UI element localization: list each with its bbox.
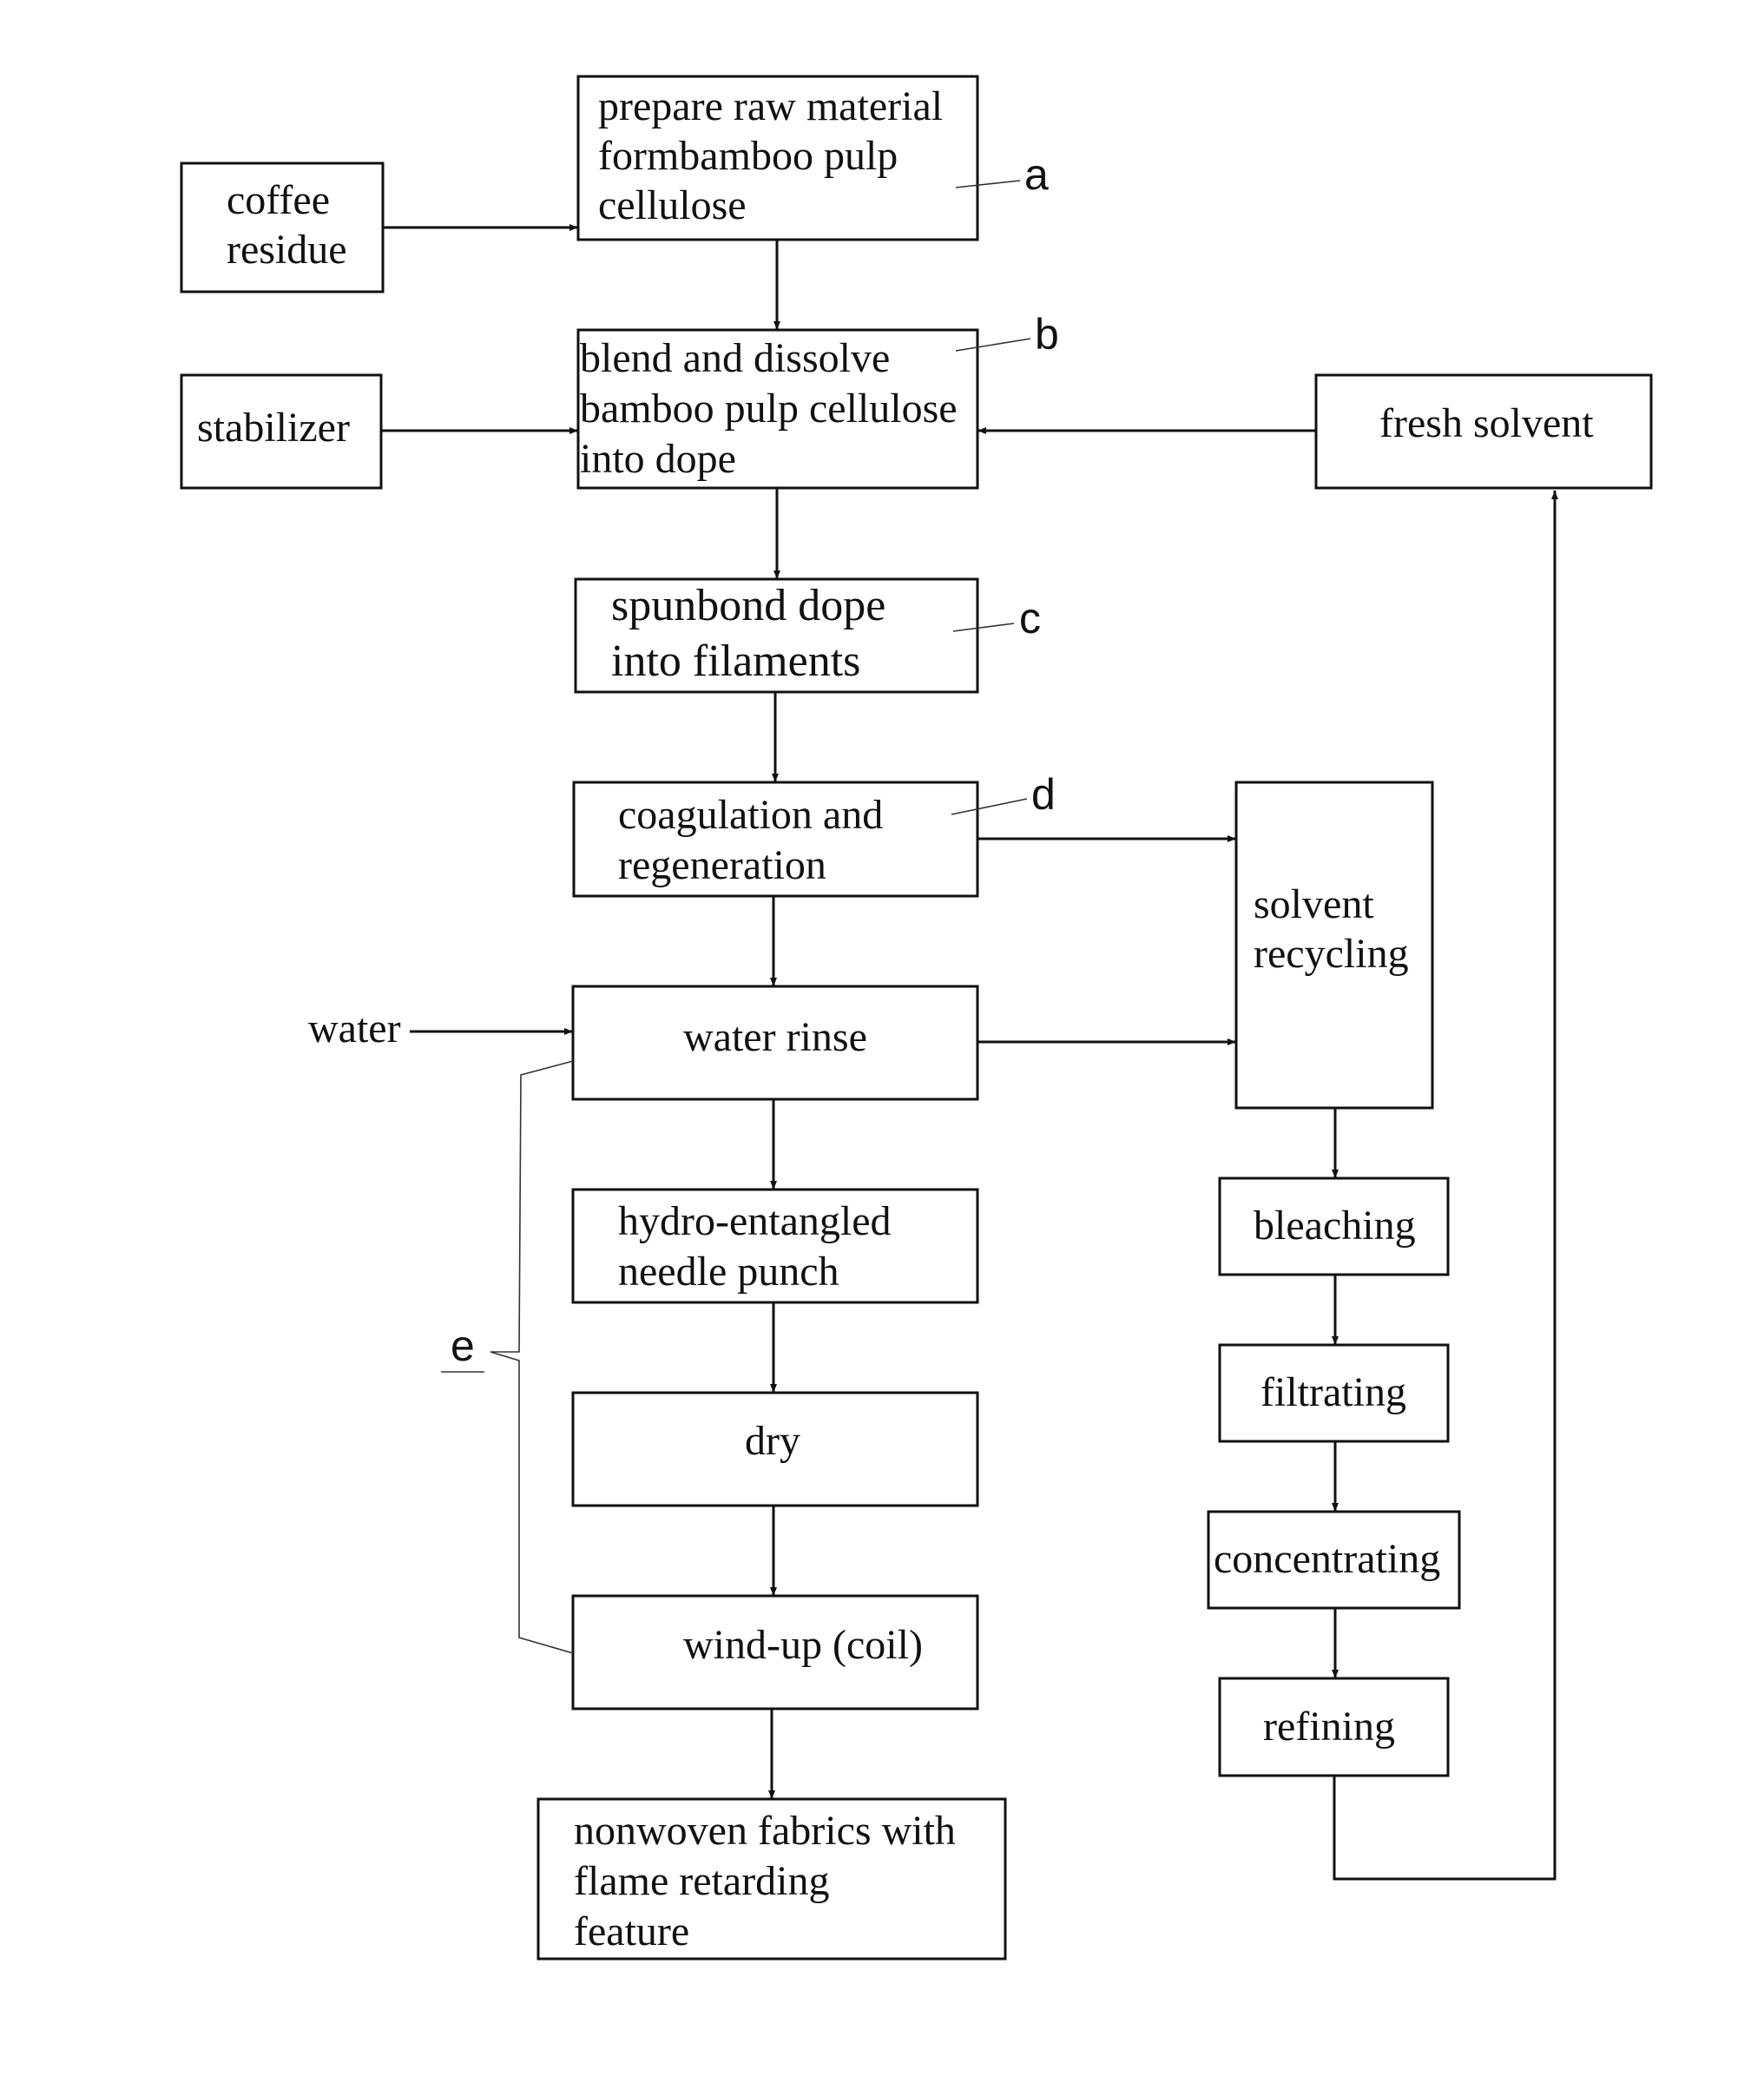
node-label: needle punch [618, 1249, 839, 1295]
node-concentrating: concentrating [1208, 1512, 1459, 1608]
node-label: flame retarding [574, 1858, 830, 1904]
node-label: coffee [227, 177, 330, 223]
node-label: hydro-entangled [618, 1198, 892, 1244]
node-label: residue [227, 227, 347, 273]
node-label: refining [1263, 1704, 1395, 1750]
node-label: prepare raw material [598, 83, 943, 129]
node-label: feature [574, 1908, 689, 1954]
step-marker-label: d [1031, 770, 1056, 819]
node-refining: refining [1220, 1678, 1448, 1776]
node-blend-dissolve: blend and dissolve bamboo pulp cellulose… [578, 330, 977, 488]
node-label: wind-up (coil) [683, 1622, 923, 1668]
node-label: bleaching [1254, 1203, 1416, 1249]
node-label: into filaments [611, 636, 860, 686]
node-label: solvent [1254, 881, 1374, 927]
node-filtrating: filtrating [1220, 1345, 1448, 1441]
brace [490, 1061, 573, 1653]
node-label: water rinse [683, 1014, 867, 1060]
node-stabilizer: stabilizer [181, 375, 381, 488]
node-coagulation: coagulation and regeneration [574, 782, 977, 896]
node-bleaching: bleaching [1220, 1178, 1448, 1275]
node-label: blend and dissolve [580, 335, 890, 381]
step-marker-label: c [1019, 594, 1041, 643]
node-label: into dope [580, 436, 736, 482]
node-hydro-entangled: hydro-entangled needle punch [573, 1190, 977, 1302]
marker-e: e [441, 1061, 573, 1653]
step-marker-label: e [451, 1322, 475, 1370]
node-coffee-residue: coffee residue [181, 163, 383, 292]
node-label: spunbond dope [611, 581, 885, 630]
node-label: regeneration [618, 842, 826, 888]
node-label: coagulation and [618, 792, 883, 838]
node-fresh-solvent: fresh solvent [1316, 375, 1651, 488]
node-nonwoven: nonwoven fabrics with flame retarding fe… [538, 1799, 1005, 1959]
node-water-rinse: water rinse [573, 986, 977, 1099]
node-raw-material: prepare raw material formbamboo pulp cel… [578, 76, 977, 240]
node-label: bamboo pulp cellulose [580, 386, 958, 432]
node-label: recycling [1254, 931, 1409, 977]
step-marker-label: a [1024, 150, 1049, 199]
node-solvent-recycling: solvent recycling [1236, 782, 1432, 1108]
water-input-label: water [308, 1005, 401, 1051]
node-spunbond: spunbond dope into filaments [576, 579, 977, 692]
node-label: fresh solvent [1379, 400, 1594, 446]
step-marker-label: b [1035, 310, 1059, 359]
node-label: stabilizer [197, 405, 350, 451]
node-label: formbamboo pulp [598, 133, 898, 179]
node-dry: dry [573, 1393, 977, 1506]
node-label: filtrating [1260, 1369, 1406, 1415]
node-label: cellulose [598, 182, 747, 228]
node-label: dry [745, 1418, 800, 1464]
node-label: concentrating [1214, 1536, 1440, 1582]
node-label: nonwoven fabrics with [574, 1808, 956, 1854]
node-windup: wind-up (coil) [573, 1596, 977, 1709]
